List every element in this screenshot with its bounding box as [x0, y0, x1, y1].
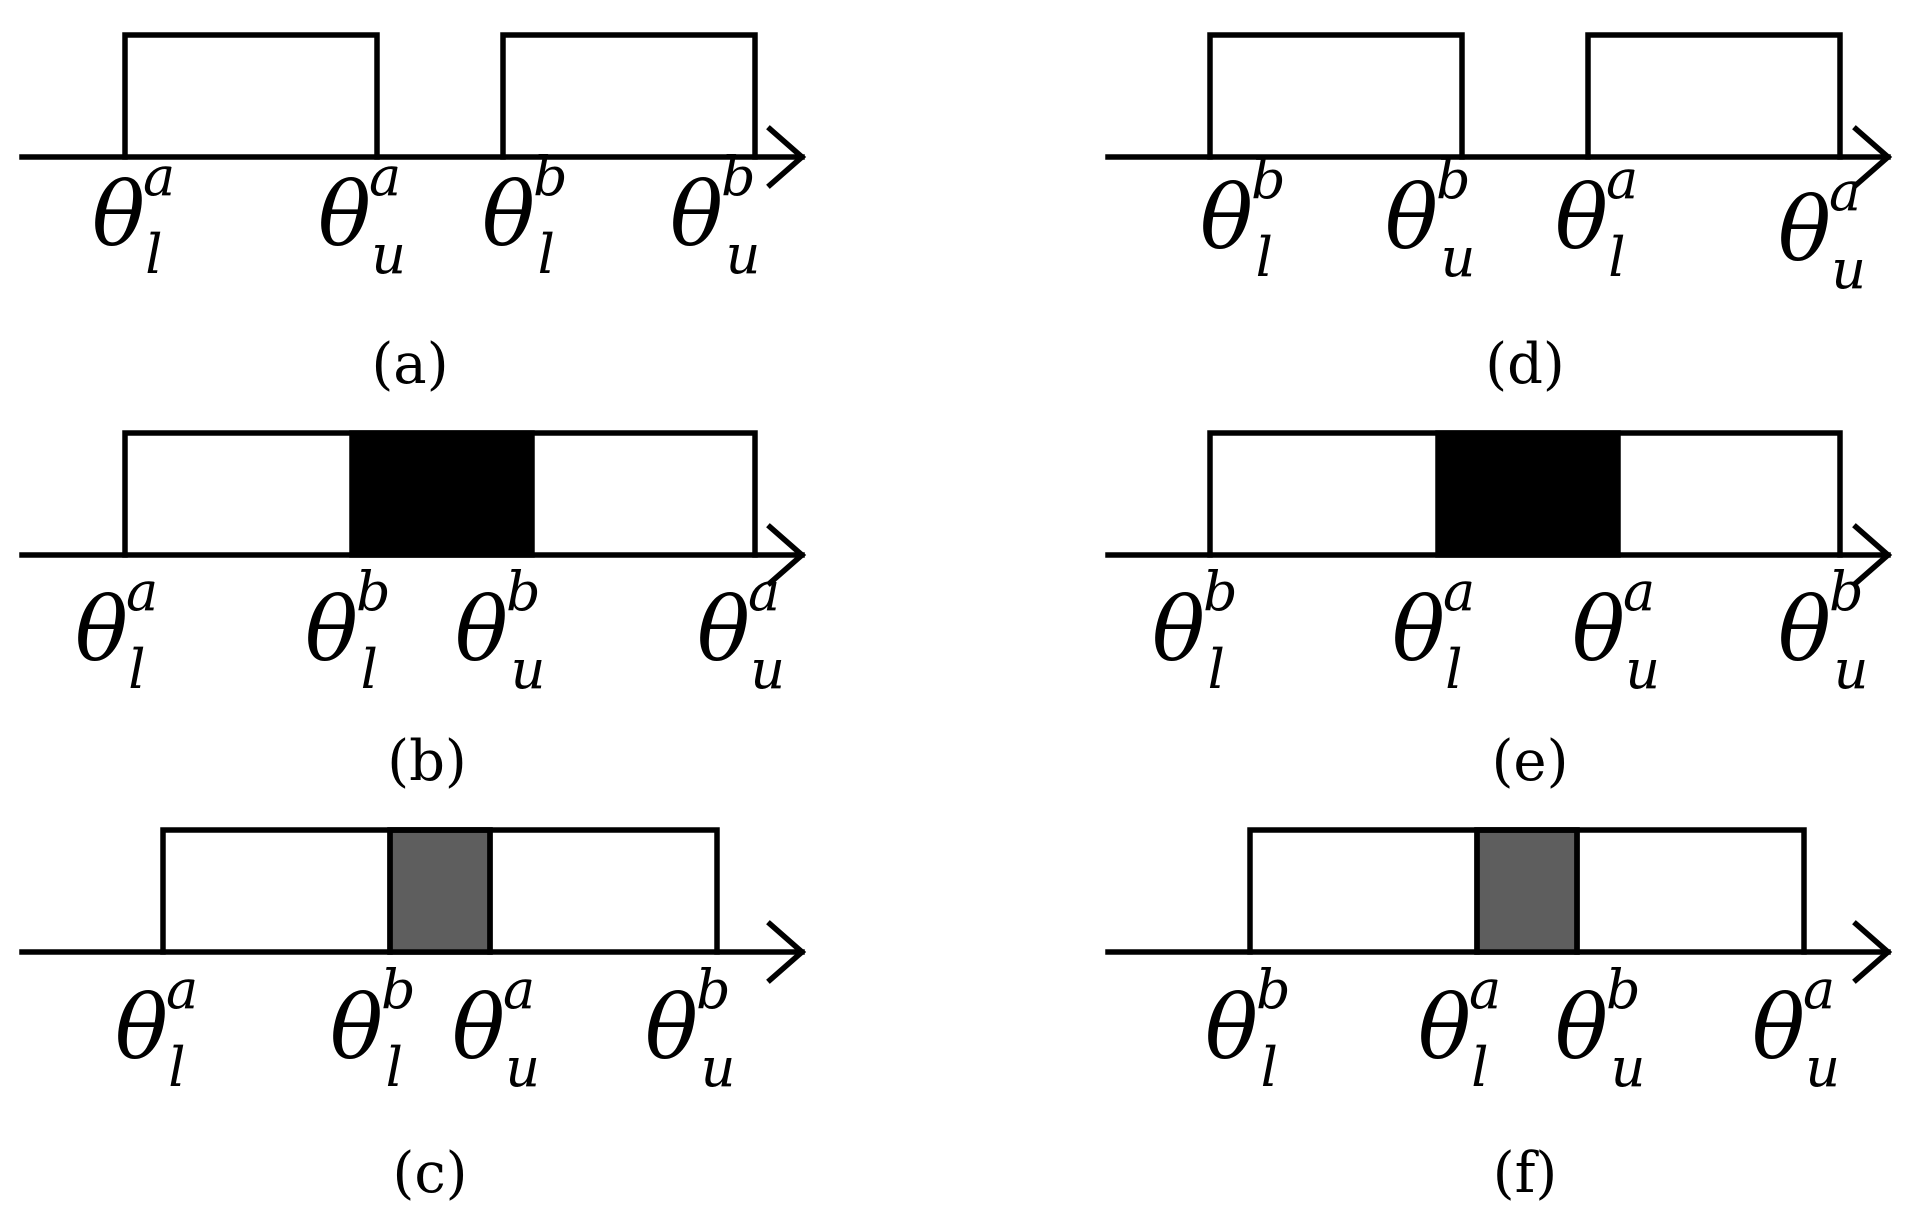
overlap-region [349, 430, 535, 558]
axis-arrowhead [766, 523, 807, 587]
overlap-region [1474, 827, 1580, 955]
axis-arrowhead [766, 125, 807, 189]
interval-a [1585, 32, 1843, 160]
interval-a [122, 32, 380, 160]
interval-a [1474, 827, 1807, 955]
interval-b [500, 32, 758, 160]
axis-arrowhead [1852, 920, 1893, 984]
caption: (b) [387, 729, 467, 794]
interval-b [1207, 32, 1465, 160]
axis-arrowhead [1852, 125, 1893, 189]
caption: (e) [1492, 729, 1569, 794]
caption: (c) [392, 1141, 467, 1206]
caption: (f) [1493, 1141, 1557, 1206]
interval-a [160, 827, 493, 955]
axis-arrowhead [1852, 523, 1893, 587]
interval-outline [1207, 430, 1843, 558]
caption: (a) [371, 332, 448, 397]
caption: (d) [1485, 332, 1565, 397]
axis-arrowhead [766, 920, 807, 984]
interval-outline [122, 430, 758, 558]
interval-b [1247, 827, 1580, 955]
overlap-region [387, 827, 493, 955]
interval-b [387, 827, 720, 955]
overlap-region [1435, 430, 1621, 558]
